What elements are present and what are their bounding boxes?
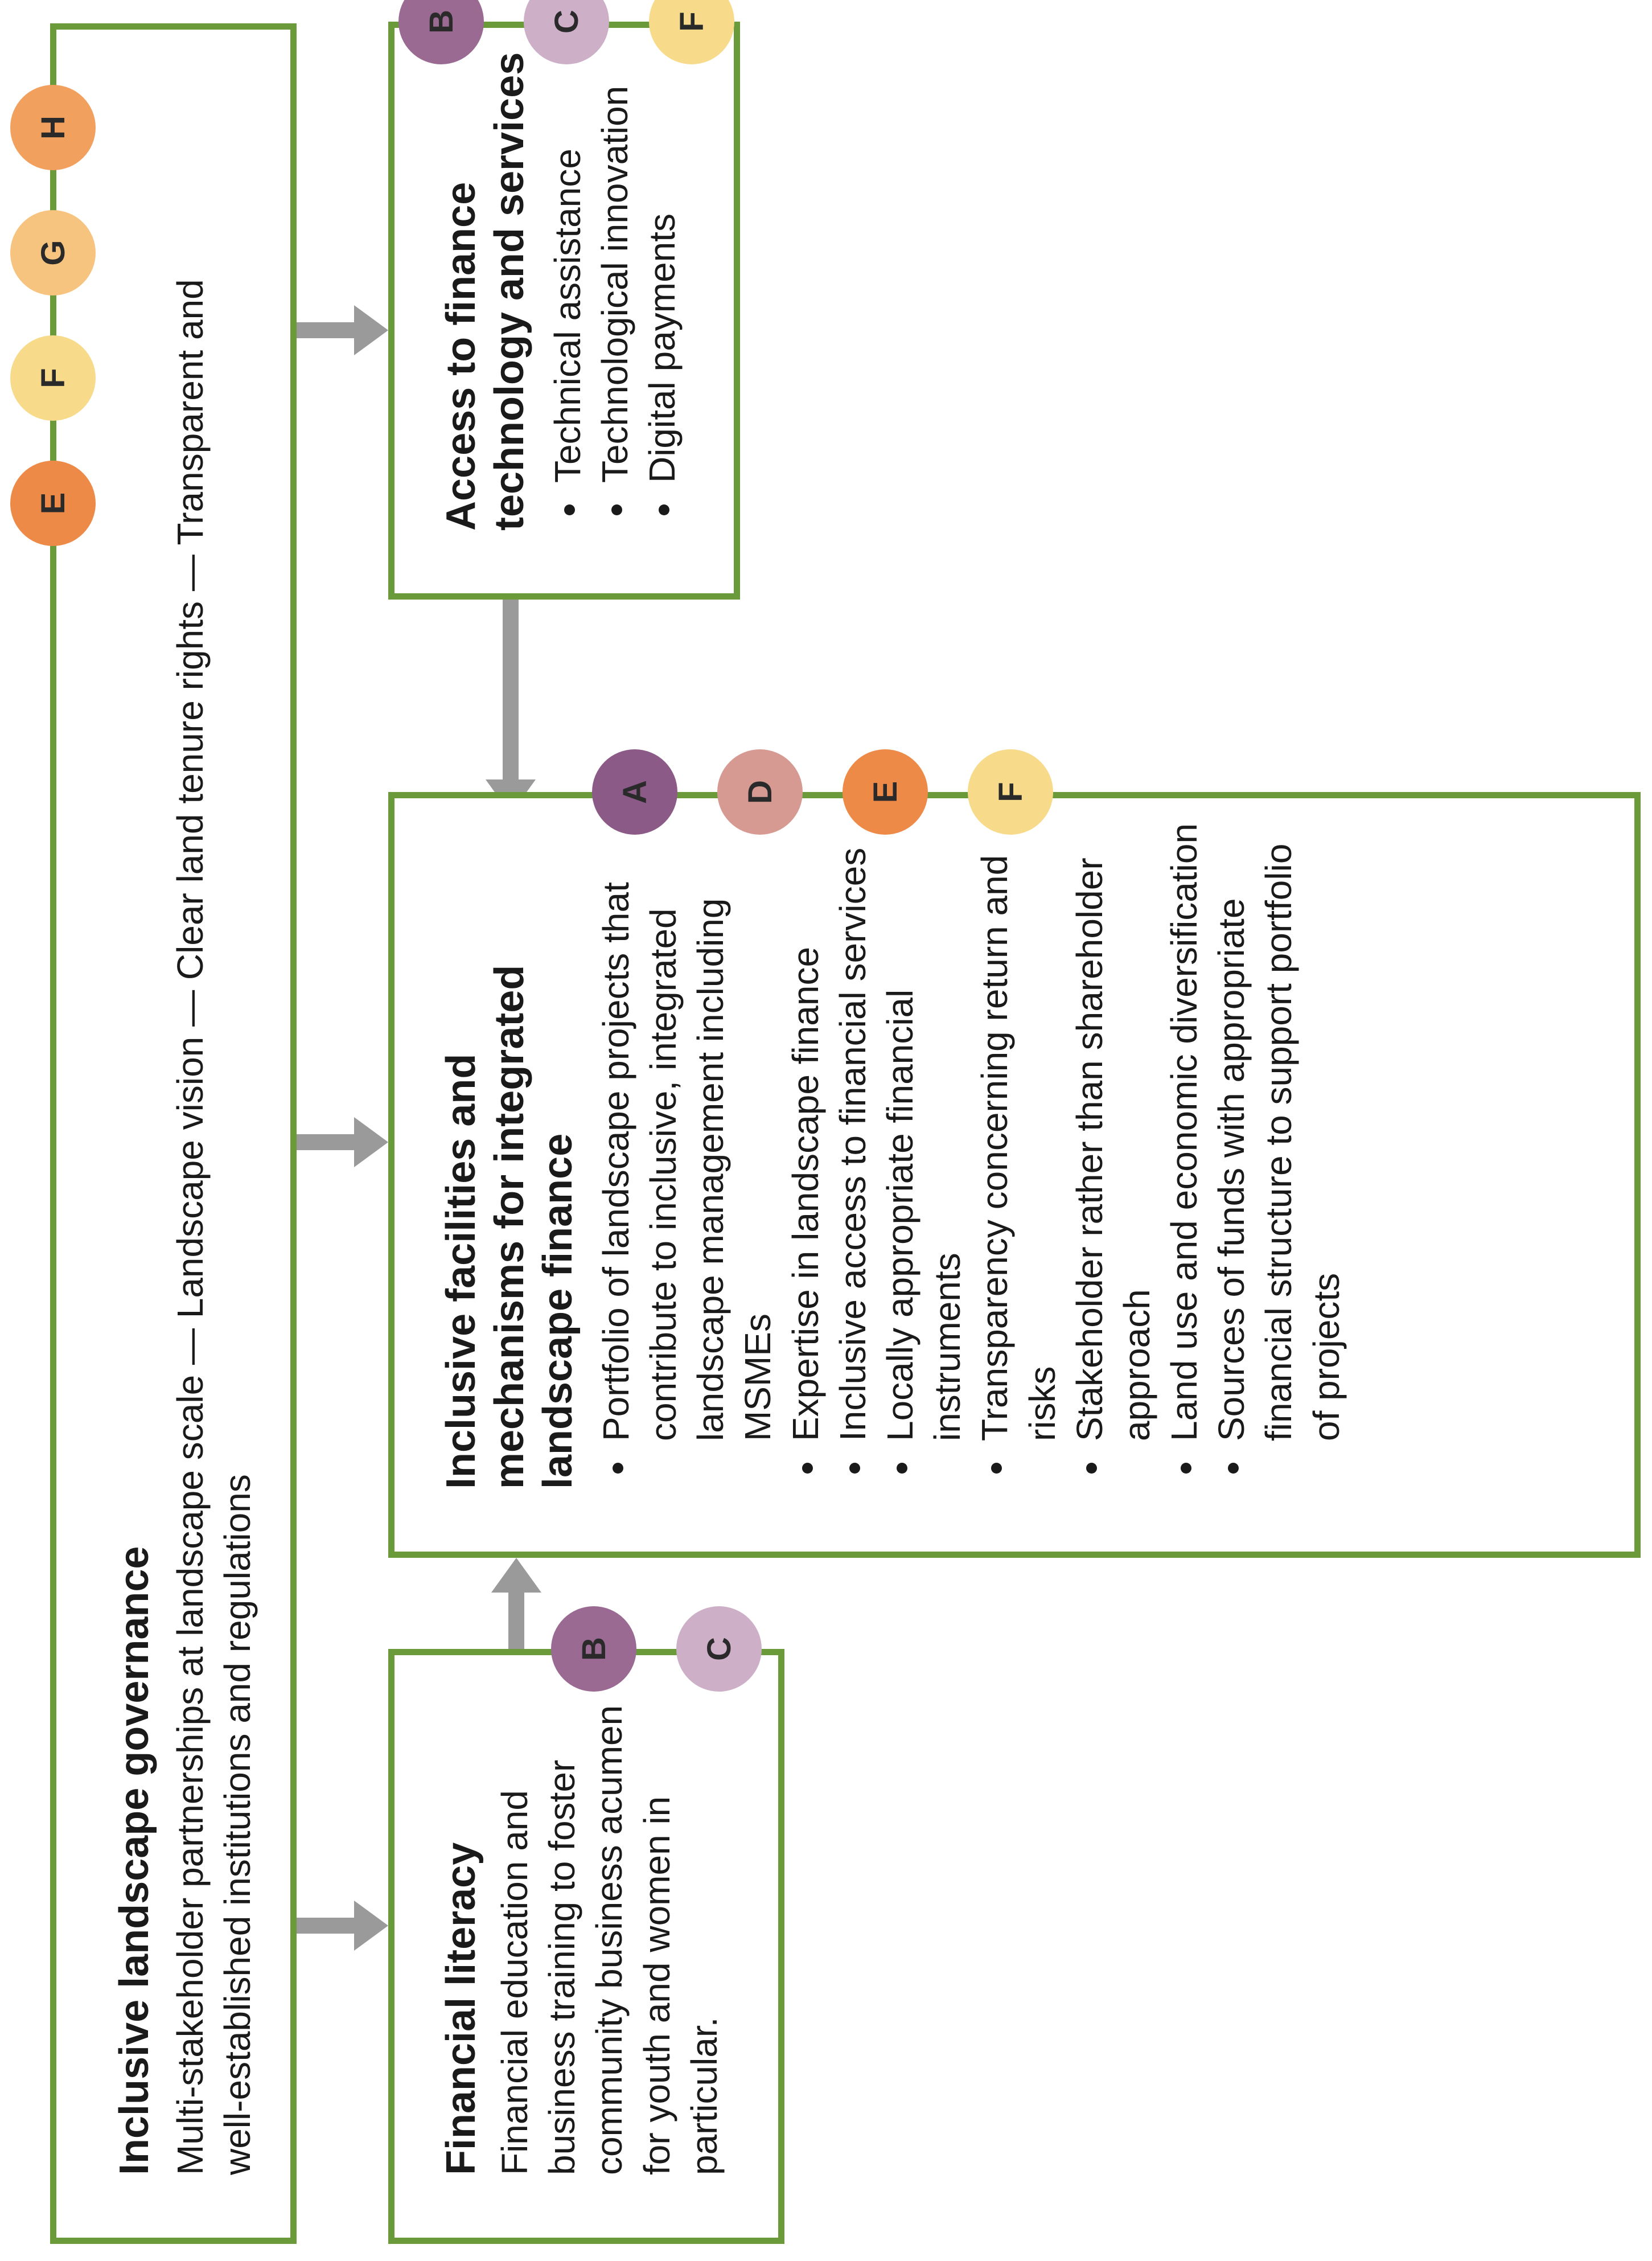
- access-item: Technical assistance: [544, 30, 591, 490]
- facilities-title: Inclusive facilities and mechanisms for …: [438, 965, 581, 1489]
- governance-title: Inclusive landscape governance: [112, 1546, 157, 2175]
- facilities-item: Land use and economic diversification: [1161, 810, 1208, 1448]
- financial-literacy-text: Financial education and business trainin…: [494, 1705, 725, 2175]
- facilities-item: Transparency concerning return and risks: [971, 810, 1066, 1448]
- badge-facilities-3: F: [968, 749, 1053, 835]
- badge-literacy-1: C: [676, 1606, 762, 1692]
- badge-facilities-0: A: [592, 749, 677, 835]
- governance-line-2: well-established institutions and regula…: [217, 1474, 258, 2175]
- facilities-list: Portfolio of landscape projects that con…: [593, 810, 1350, 1489]
- arrow-governance-to-facilities: [291, 1117, 388, 1167]
- arrow-governance-to-literacy: [291, 1901, 388, 1951]
- financial-literacy-box: Financial literacy Financial education a…: [388, 1649, 784, 2244]
- badge-governance-1: F: [10, 335, 96, 421]
- facilities-item: Locally appropriate financial instrument…: [877, 810, 971, 1448]
- arrow-access-to-facilities: [486, 582, 536, 814]
- badge-facilities-1: D: [717, 749, 803, 835]
- badge-governance-0: E: [10, 461, 96, 546]
- facilities-item: Inclusive access to financial services: [829, 810, 877, 1448]
- facilities-item: Sources of funds with appropriate financ…: [1208, 810, 1350, 1448]
- facilities-box: Inclusive facilities and mechanisms for …: [388, 792, 1641, 1558]
- badge-literacy-0: B: [551, 1606, 636, 1692]
- access-title: Access to finance technology and service…: [438, 52, 532, 531]
- access-item: Digital payments: [639, 30, 686, 490]
- access-item: Technological innovation: [591, 30, 639, 490]
- arrow-governance-to-access: [291, 305, 388, 355]
- badge-facilities-2: E: [843, 749, 928, 835]
- facilities-item: Portfolio of landscape projects that con…: [593, 810, 782, 1448]
- governance-line-1: Multi-stakeholder partnerships at landsc…: [169, 279, 211, 2175]
- badge-governance-2: G: [10, 210, 96, 296]
- badge-governance-3: H: [10, 85, 96, 170]
- access-box: Access to finance technology and service…: [388, 22, 740, 600]
- access-list: Technical assistance Technological innov…: [544, 30, 687, 531]
- financial-literacy-title: Financial literacy: [438, 1842, 484, 2175]
- facilities-item: Expertise in landscape finance: [782, 810, 829, 1448]
- facilities-item: Stakeholder rather than shareholder appr…: [1066, 810, 1161, 1448]
